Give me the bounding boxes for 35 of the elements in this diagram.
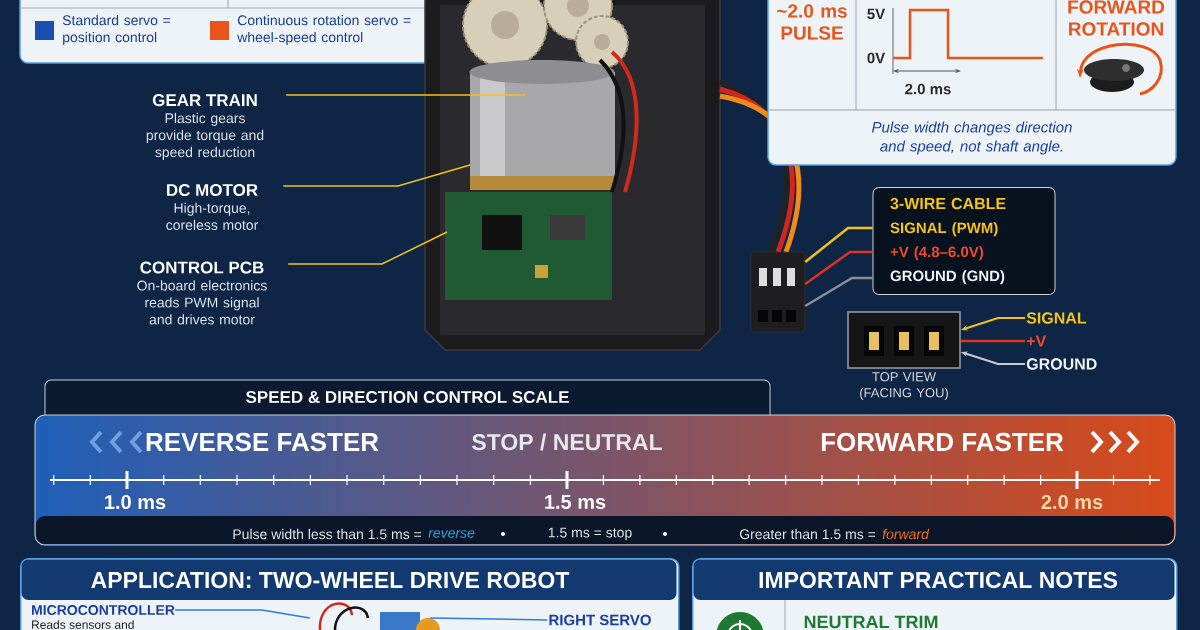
callout-text: MICROCONTROLLER Reads sensors and [32,605,175,629]
leader-line [804,250,873,285]
footer-text: reverse [428,530,475,538]
axis-label: 2.0 ms [905,83,951,95]
callout-text: RIGHT SERVO [549,614,651,626]
view-caption: TOP VIEW (FACING YOU) [860,372,948,400]
footer-text: Pulse width less than 1.5 ms = [233,528,422,540]
callout-text: DC MOTOR High-torque, coreless motor [166,184,259,230]
notes-panel: IMPORTANT PRACTICAL NOTES NEUTRAL TRIM [692,558,1178,630]
leader-line [287,231,448,265]
axis-label: 0V [867,52,886,64]
callout-text: GEAR TRAIN Plastic gears provide torque and speed reduction [146,94,264,160]
footer-text: 1.5 ms = stop [548,527,632,541]
footer-text: forward [882,528,930,540]
legend-text: Continuous rotation servo = wheel-speed control [237,15,411,45]
wire-label: GROUND [1026,358,1097,370]
callout-text: CONTROL PCB On-board electronics reads PWM signal and drives motor [137,261,267,325]
wire-label: +V [1026,335,1047,347]
footer-text: Greater than 1.5 ms = [739,528,876,540]
leader-line [804,276,873,308]
axis-label: 5V [867,8,886,20]
leader-line [429,617,548,621]
tick-label: 1.0 ms [105,494,166,510]
connector-plug-drawing [750,251,806,333]
leader-line [960,339,1025,343]
legend-text: Standard servo = position control [62,15,171,45]
cable-info-box: 3-WIRE CABLE SIGNAL (PWM) +V (4.8–6.0V) GROUND (GND) [872,187,1056,295]
leader-line [285,94,526,96]
leader-line [174,609,311,619]
leader-line [804,226,873,263]
leader-line [282,164,471,187]
wire-label: SIGNAL [1026,312,1087,324]
robot-drawing [318,602,440,630]
tick-label: 1.5 ms [545,495,606,509]
tick-label: 2.0 ms [1041,494,1103,510]
